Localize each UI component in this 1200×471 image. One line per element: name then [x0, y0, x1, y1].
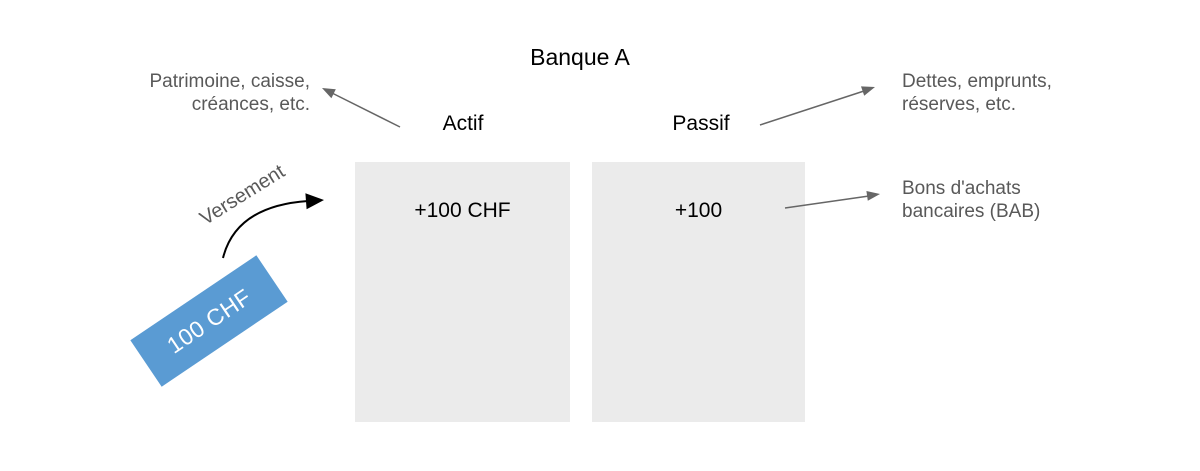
annotation-line: Bons d'achats: [902, 178, 1021, 199]
annotation-line: réserves, etc.: [902, 94, 1017, 115]
bab-callout-arrow-head: [866, 191, 880, 201]
cash-banner-label: 100 CHF: [161, 283, 256, 359]
passif-callout-arrow-line: [759, 90, 865, 126]
passif-callout-arrow-head: [861, 86, 875, 96]
annotation-line: créances, etc.: [191, 94, 310, 115]
actif-callout-arrow-line: [330, 91, 401, 128]
annotation-actif-examples: Patrimoine, caisse, créances, etc.: [149, 70, 310, 116]
annotation-passif-examples: Dettes, emprunts, réserves, etc.: [902, 70, 1052, 116]
actif-entry-value: +100 CHF: [414, 199, 511, 222]
annotation-line: Patrimoine, caisse,: [149, 71, 310, 92]
actif-column-label: Actif: [442, 112, 484, 135]
annotation-bab: Bons d'achats bancaires (BAB): [902, 177, 1040, 223]
actif-box: +100 CHF: [355, 162, 570, 422]
passif-box: +100: [592, 162, 805, 422]
bank-title: Banque A: [530, 44, 630, 70]
passif-column-label: Passif: [672, 112, 730, 135]
actif-callout-arrow-head: [322, 88, 336, 99]
versement-curved-arrow-head: [305, 193, 324, 210]
cash-banner: 100 CHF: [130, 255, 288, 387]
annotation-line: Dettes, emprunts,: [902, 71, 1052, 92]
passif-entry-value: +100: [674, 199, 723, 222]
versement-label: Versement: [196, 160, 289, 230]
annotation-line: bancaires (BAB): [902, 201, 1041, 222]
